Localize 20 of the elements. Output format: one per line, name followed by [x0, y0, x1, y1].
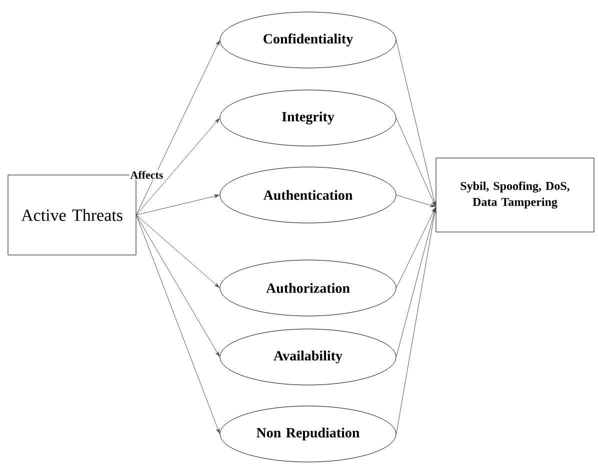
edge-label: Affects — [129, 170, 164, 180]
arrow — [396, 208, 436, 358]
ellipse-node: Authentication — [220, 166, 396, 224]
arrow — [396, 194, 436, 208]
ellipse-node: Non Repudiation — [220, 406, 396, 462]
arrow — [136, 214, 220, 434]
arrow — [396, 40, 436, 206]
arrow — [136, 214, 220, 288]
ellipse-node: Confidentiality — [220, 12, 396, 68]
arrow — [136, 40, 220, 216]
arrow — [396, 207, 436, 288]
arrow — [136, 214, 220, 357]
process-box: Sybil, Spoofing, DoS, Data Tampering — [436, 158, 594, 232]
arrow — [136, 194, 220, 216]
ellipse-node: Availability — [220, 328, 396, 386]
arrow — [396, 118, 436, 207]
ellipse-node: Integrity — [220, 90, 396, 146]
arrow — [396, 208, 437, 434]
ellipse-node: Authorization — [220, 260, 396, 316]
arrow — [136, 118, 220, 216]
